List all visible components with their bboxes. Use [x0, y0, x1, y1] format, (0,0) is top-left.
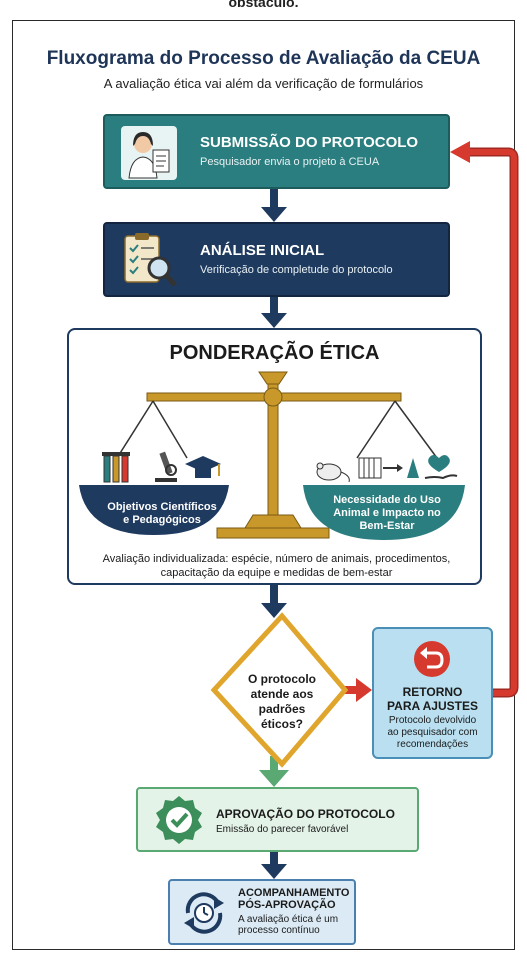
left-pan-line1: Objetivos Científicos	[107, 501, 217, 513]
retorno-desc-line2: ao pesquisador com	[387, 727, 478, 738]
checklist-magnifier-icon	[119, 232, 179, 290]
test-tubes-icon	[102, 452, 130, 483]
acompanhamento-desc-line1: A avaliação ética é um	[238, 914, 339, 925]
left-pan-label: Objetivos Científicos e Pedagógicos	[87, 501, 237, 527]
decision-question: O protocolo atende aos padrões éticos?	[232, 672, 332, 732]
left-pan-line2: e Pedagógicos	[123, 514, 201, 526]
step-submissao-title: SUBMISSÃO DO PROTOCOLO	[200, 134, 419, 151]
acompanhamento-title-line2: PÓS-APROVAÇÃO	[238, 899, 336, 911]
retorno-title-line2: PARA AJUSTES	[387, 699, 478, 713]
aprovacao-title: APROVAÇÃO DO PROTOCOLO	[216, 807, 395, 821]
graduation-cap-icon	[185, 456, 221, 478]
right-pan-label: Necessidade do Uso Animal e Impacto no B…	[307, 494, 467, 533]
arrow-2-3	[261, 297, 287, 328]
diagram-subtitle: A avaliação ética vai além da verificaçã…	[103, 76, 424, 91]
heart-hand-icon	[424, 455, 458, 480]
acompanhamento-title-line1: ACOMPANHAMENTO	[238, 887, 350, 899]
arrow-yes	[259, 756, 289, 787]
footnote-line1: Avaliação individualizada: espécie, núme…	[102, 553, 451, 565]
right-pan-line2: Animal e Impacto no	[333, 507, 441, 519]
researcher-icon	[119, 124, 179, 182]
ponderacao-footnote: Avaliação individualizada: espécie, núme…	[79, 552, 474, 580]
retorno-title-line1: RETORNO	[402, 685, 463, 699]
return-arrow-icon	[414, 641, 450, 677]
step-retorno: RETORNO PARA AJUSTES Protocolo devolvido…	[372, 627, 493, 759]
step-analise: ANÁLISE INICIAL Verificação de completud…	[103, 222, 450, 297]
top-cut-text: obstáculo.	[228, 0, 299, 10]
decision-line3: padrões	[258, 702, 306, 716]
decision-line4: éticos?	[260, 717, 303, 731]
feedback-arrowhead	[450, 141, 470, 163]
balance-scale-icon	[79, 371, 465, 540]
acompanhamento-desc-line2: processo contínuo	[238, 925, 320, 936]
ponderacao-etica-panel: PONDERAÇÃO ÉTICA	[67, 328, 482, 585]
retorno-desc: Protocolo devolvido ao pesquisador com r…	[374, 715, 491, 751]
step-acompanhamento: ACOMPANHAMENTO PÓS-APROVAÇÃO A avaliação…	[168, 879, 356, 945]
cycle-clock-icon	[184, 892, 224, 934]
diagram-title: Fluxograma do Processo de Avaliação da C…	[46, 48, 481, 69]
mouse-icon	[316, 462, 350, 483]
arrow-1-2	[261, 189, 287, 222]
ponderacao-title: PONDERAÇÃO ÉTICA	[169, 342, 380, 364]
approval-seal-icon	[156, 796, 202, 844]
decision-line1: O protocolo	[248, 672, 316, 686]
step-analise-title: ANÁLISE INICIAL	[200, 242, 325, 259]
right-pan-line3: Bem-Estar	[359, 520, 415, 532]
acompanhamento-title: ACOMPANHAMENTO PÓS-APROVAÇÃO	[238, 887, 349, 911]
step-submissao-desc: Pesquisador envia o projeto à CEUA	[200, 156, 380, 168]
decision-diamond	[210, 612, 349, 768]
acompanhamento-desc: A avaliação ética é um processo contínuo	[238, 914, 338, 936]
aprovacao-desc: Emissão do parecer favorável	[216, 824, 349, 835]
right-pan-line1: Necessidade do Uso	[333, 494, 441, 506]
cage-arrow-tree-icon	[358, 457, 419, 479]
retorno-desc-line1: Protocolo devolvido	[388, 715, 477, 726]
retorno-desc-line3: recomendações	[396, 739, 469, 750]
microscope-icon	[155, 451, 177, 482]
step-submissao: SUBMISSÃO DO PROTOCOLO Pesquisador envia…	[103, 114, 450, 189]
step-aprovacao: APROVAÇÃO DO PROTOCOLO Emissão do parece…	[136, 787, 419, 852]
decision-line2: atende aos	[250, 687, 314, 701]
footnote-line2: capacitação da equipe e medidas de bem-e…	[160, 567, 393, 579]
arrow-5-6	[261, 852, 287, 879]
step-analise-desc: Verificação de completude do protocolo	[200, 264, 393, 276]
retorno-title: RETORNO PARA AJUSTES	[374, 685, 491, 713]
arrow-3-4	[261, 585, 287, 618]
